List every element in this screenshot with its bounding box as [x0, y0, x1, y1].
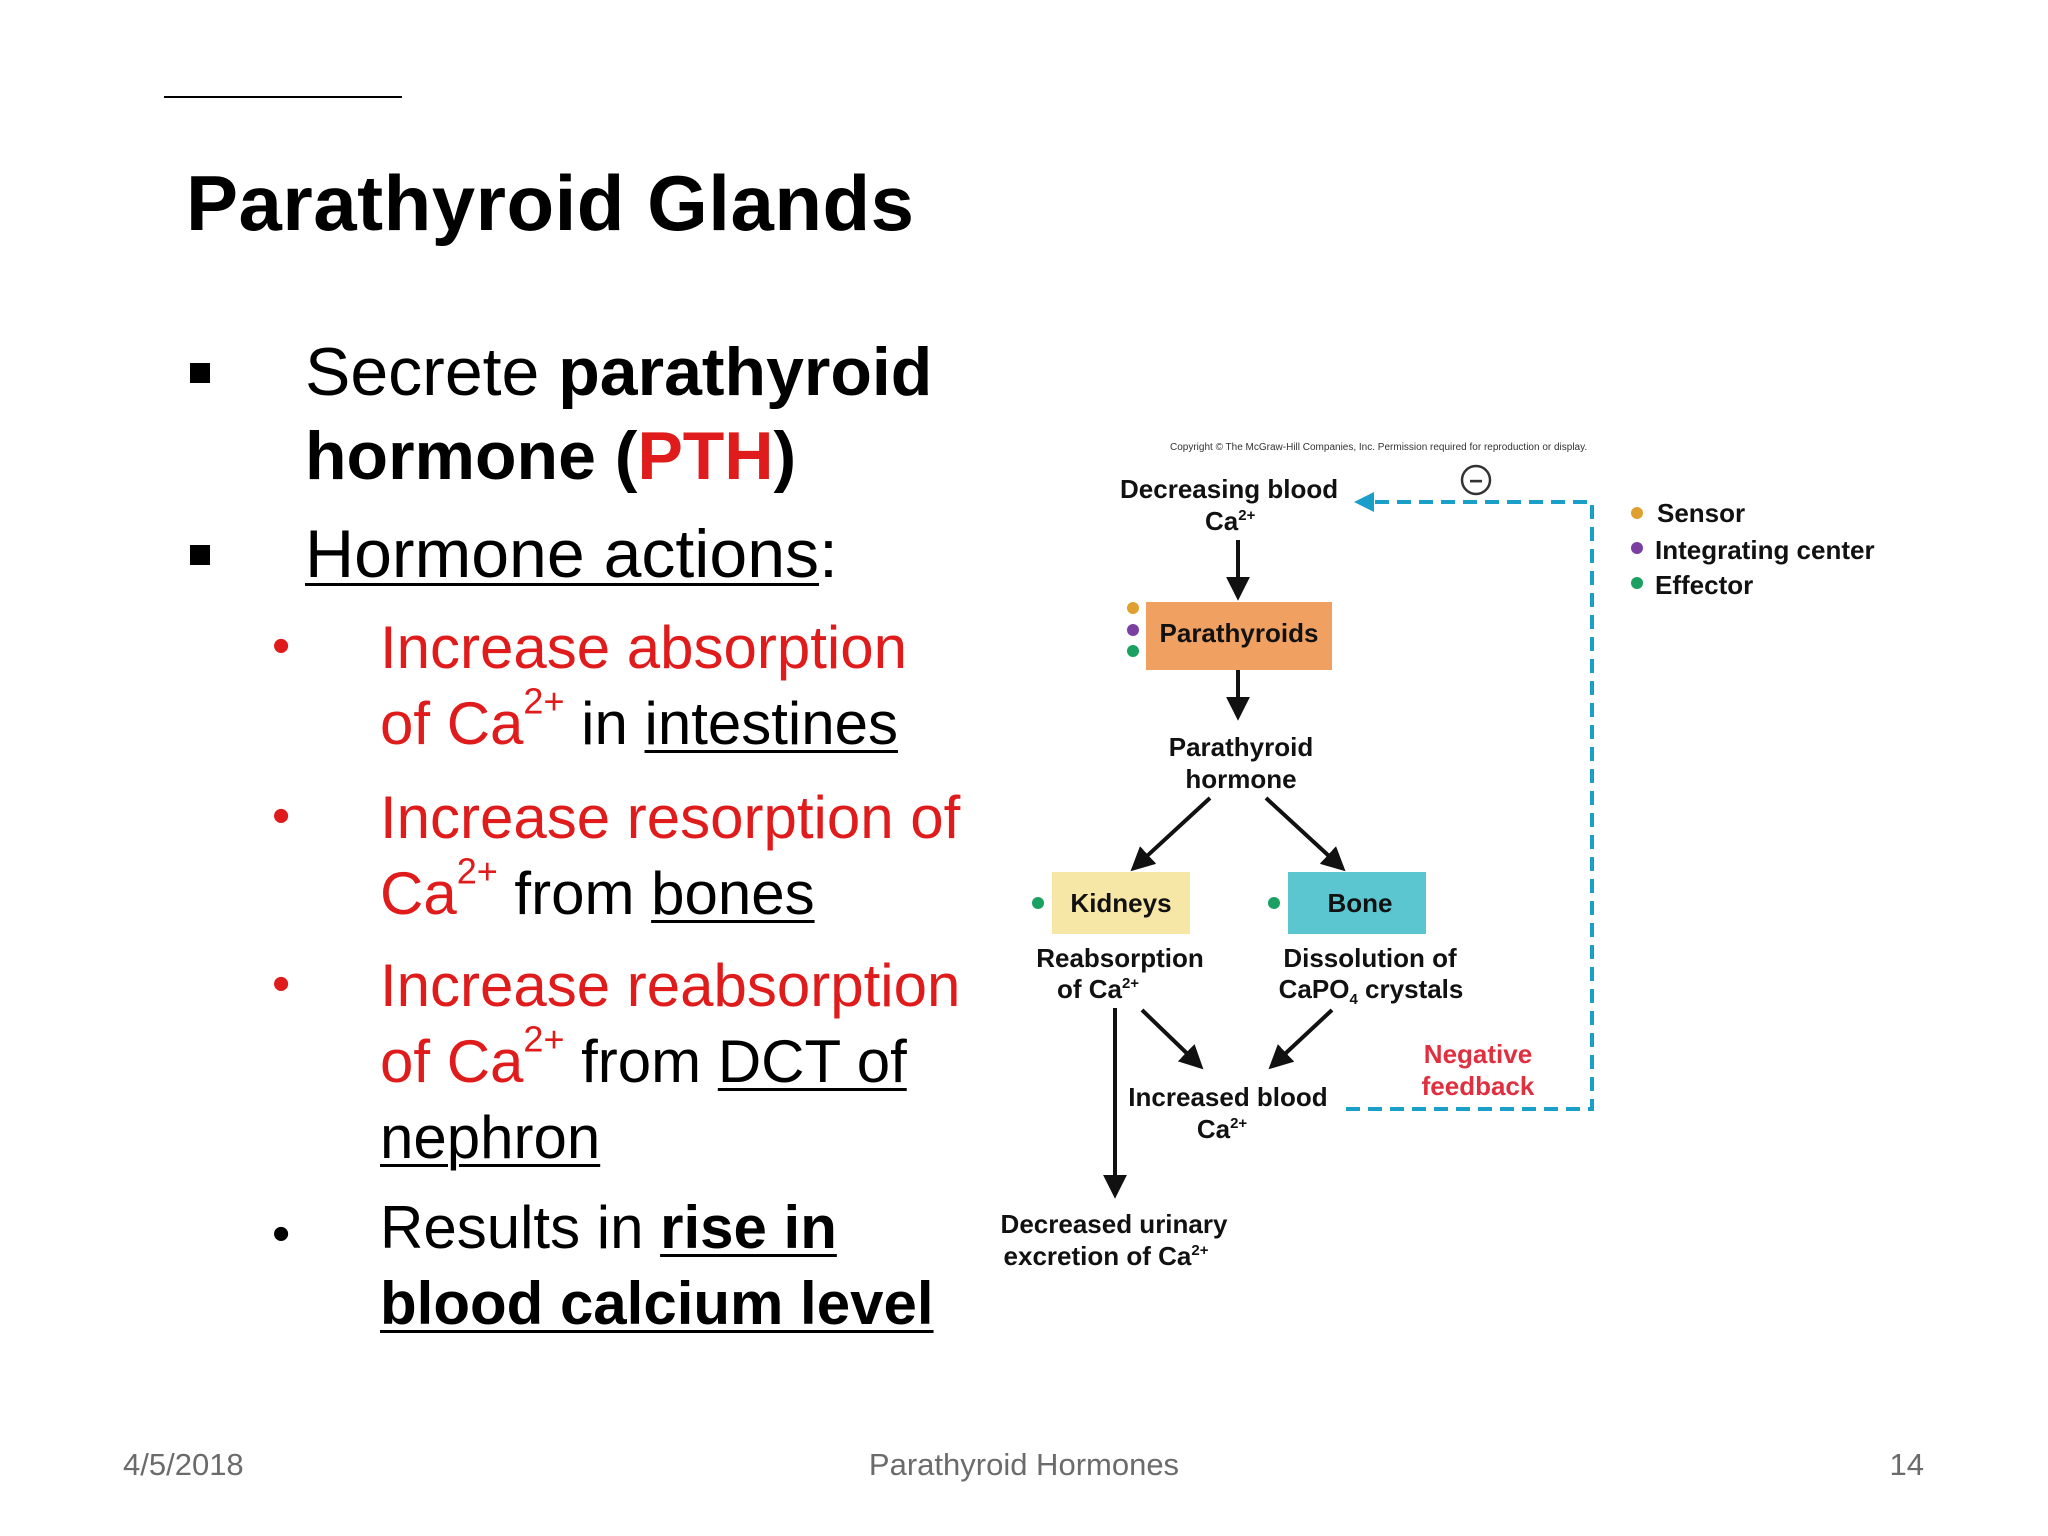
sub4-pre: Results in [380, 1194, 661, 1261]
decreasing-blood-label: Decreasing blood [1120, 474, 1338, 504]
arrow-to-bone [1264, 796, 1346, 872]
legend-sensor: Sensor [1657, 498, 1745, 528]
reabsorption-label-2: of Ca2+ [1057, 974, 1139, 1004]
minus-circle-icon [1460, 464, 1492, 496]
bullet1-line1: Secrete parathyroid [305, 338, 932, 406]
top-rule [164, 96, 402, 98]
sub2-sup: 2+ [456, 850, 498, 892]
urinary-label-2: excretion of Ca2+ [1004, 1241, 1209, 1271]
parathyroids-box [1146, 602, 1332, 670]
negative-label-1: Negative [1424, 1039, 1532, 1069]
negative-label-2: feedback [1422, 1071, 1535, 1101]
sub4-bold: rise in [660, 1194, 837, 1261]
bullet1-line2: hormone (PTH) [305, 422, 796, 490]
decreasing-ca-label: Ca2+ [1205, 506, 1256, 536]
bullet-dot-icon: • [272, 1205, 291, 1263]
arrow-kidney-to-increased [1140, 1008, 1204, 1070]
sub1-target: intestines [644, 690, 898, 757]
bone-label: Bone [1328, 888, 1393, 918]
sub1-sup: 2+ [523, 680, 565, 722]
ca-sup: 2+ [1238, 507, 1255, 524]
bone-box [1288, 872, 1426, 934]
footer-date: 4/5/2018 [123, 1447, 244, 1482]
kidneys-box [1052, 872, 1190, 934]
bullet1-bold: parathyroid [558, 334, 933, 410]
crystals-text: crystals [1358, 974, 1464, 1004]
dissolution-label-2: CaPO4 crystals [1279, 974, 1464, 1008]
bullet-dot-icon: • [272, 787, 291, 845]
square-bullet-icon [190, 545, 210, 565]
arrow-bone-to-increased [1268, 1008, 1334, 1070]
bullet-dot-icon: • [272, 617, 291, 675]
sub2-line1: Increase resorption of [380, 784, 961, 851]
bullet2-line: Hormone actions: [305, 520, 838, 588]
footer-title: Parathyroid Hormones [868, 1447, 1180, 1482]
sub3-target: DCT of [717, 1028, 907, 1095]
urinary-text: excretion of Ca [1004, 1241, 1192, 1271]
urinary-label-1: Decreased urinary [1001, 1209, 1228, 1239]
kidneys-effector-dot-icon [1032, 897, 1044, 909]
sub4-line1: Results in rise in [380, 1198, 837, 1258]
sub3-from: from [564, 1028, 718, 1095]
square-bullet-icon [190, 363, 210, 383]
effector-dot-icon [1127, 645, 1139, 657]
sub1-line2: of Ca2+ in intestines [380, 683, 898, 754]
capo-text: CaPO [1279, 974, 1350, 1004]
sub2-from: from [497, 860, 652, 927]
sub3-line3: nephron [380, 1104, 601, 1171]
bullet1-bold2: hormone ( [305, 418, 638, 494]
increased-blood-label: Increased blood [1128, 1082, 1327, 1112]
parathyroids-label: Parathyroids [1160, 618, 1319, 648]
hormone-label-1: Parathyroid [1169, 732, 1314, 762]
reabs-text: of Ca [1057, 974, 1123, 1004]
legend-sensor-dot-icon [1631, 507, 1643, 519]
negative-feedback-loop [1346, 492, 1594, 1111]
sub1-of: of Ca [380, 690, 524, 757]
bullet1-text: Secrete [305, 334, 559, 410]
inc-ca-sup: 2+ [1230, 1115, 1247, 1132]
capo-sub: 4 [1349, 991, 1358, 1008]
bullet1-close: ) [773, 418, 797, 494]
kidneys-label: Kidneys [1070, 888, 1171, 918]
sub2-ca: Ca [380, 860, 457, 927]
minus-sign: − [1469, 468, 1483, 495]
ca-text: Ca [1205, 506, 1239, 536]
reabsorption-label-1: Reabsorption [1036, 943, 1204, 973]
inc-ca-text: Ca [1197, 1114, 1231, 1144]
copyright-text: Copyright © The McGraw-Hill Companies, I… [1170, 442, 1587, 453]
sub3-of: of Ca [380, 1028, 524, 1095]
increased-ca-label: Ca2+ [1197, 1114, 1248, 1144]
sub3-line2: of Ca2+ from DCT of [380, 1021, 907, 1092]
sub3-line1: Increase reabsorption [380, 952, 961, 1019]
bullet-dot-icon: • [272, 955, 291, 1013]
legend-integrating-dot-icon [1631, 542, 1643, 554]
legend-integrating: Integrating center [1655, 535, 1875, 565]
sub1-line1: Increase absorption [380, 614, 907, 681]
sub2-target: bones [651, 860, 815, 927]
bone-effector-dot-icon [1268, 897, 1280, 909]
hormone-actions-text: Hormone actions [305, 516, 820, 592]
integrating-dot-icon [1127, 624, 1139, 636]
legend-effector-dot-icon [1631, 577, 1643, 589]
bullet2-colon: : [819, 516, 838, 592]
reabs-sup: 2+ [1122, 975, 1139, 992]
slide-title: Parathyroid Glands [186, 159, 915, 247]
sub2-line2: Ca2+ from bones [380, 853, 815, 924]
sub4-line2: blood calcium level [380, 1270, 934, 1337]
urinary-sup: 2+ [1191, 1242, 1208, 1259]
sub1-in: in [564, 690, 645, 757]
hormone-label-2: hormone [1185, 764, 1296, 794]
sub3-sup: 2+ [523, 1018, 565, 1060]
legend-effector: Effector [1655, 570, 1753, 600]
sensor-dot-icon [1127, 602, 1139, 614]
pth-text: PTH [637, 418, 774, 494]
dissolution-label-1: Dissolution of [1283, 943, 1457, 973]
arrow-to-kidneys [1130, 796, 1212, 872]
footer-page-number: 14 [1889, 1447, 1924, 1482]
